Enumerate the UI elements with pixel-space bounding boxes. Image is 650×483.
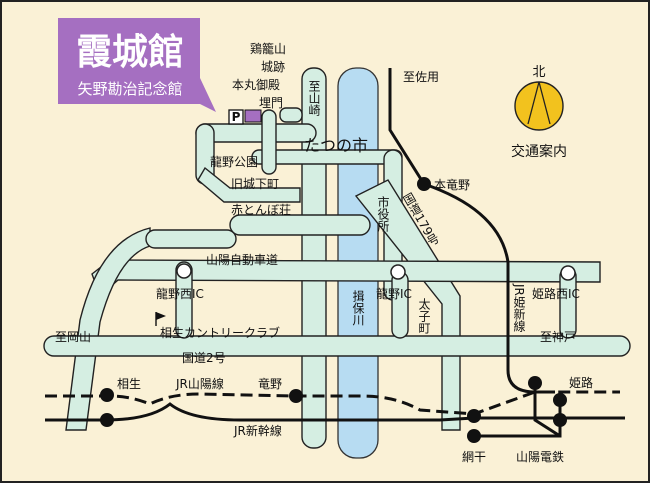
road-akatonbo xyxy=(197,166,301,203)
title-banner-shape xyxy=(58,18,216,112)
label-jr-sanyo: JR山陽線 xyxy=(175,376,224,391)
compass-caption: 交通案内 xyxy=(511,143,567,160)
road-route179 xyxy=(354,179,461,431)
label-shiroato: 城跡 xyxy=(261,59,285,74)
station-aioi-1 xyxy=(100,388,114,402)
label-sanyo-expressway: 山陽自動車道 xyxy=(206,253,278,267)
station-tatsuno xyxy=(289,389,303,403)
road-route2 xyxy=(43,335,631,357)
label-ibo-river: 揖保川 xyxy=(351,290,365,326)
label-keirozan: 鶏籠山 xyxy=(250,41,286,56)
road-castle-inner xyxy=(261,109,277,175)
label-aioi: 相生 xyxy=(117,377,141,391)
label-tatsuno-nishi-ic: 龍野西IC xyxy=(156,286,204,301)
label-shiyakusho: 市役所 xyxy=(376,195,390,232)
label-akatonbo: 赤とんぼ荘 xyxy=(231,203,291,217)
compass-needle-icon xyxy=(527,81,551,125)
label-jr-shinkansen: JR新幹線 xyxy=(233,423,282,438)
station-himeji-1 xyxy=(528,376,542,390)
road-castle-stub xyxy=(279,107,303,123)
station-himeji-2 xyxy=(553,393,567,407)
museum-marker xyxy=(244,109,262,123)
title-banner: 霞城館 矢野勘治記念館 xyxy=(58,18,216,112)
stations xyxy=(100,177,567,443)
label-tatsuno-park: 龍野公園 xyxy=(210,154,258,169)
map-labels: 鶏籠山 城跡 本丸御殿 埋門 至佐用 たつの市 本竜野 龍野公園 旧城下町 赤と… xyxy=(55,41,593,464)
title-sub: 矢野勘治記念館 xyxy=(77,80,182,98)
label-to-sayo: 至佐用 xyxy=(403,70,439,84)
rail-jr-himeshin xyxy=(388,68,555,394)
station-honryuno xyxy=(417,177,431,191)
label-kyu-jokashita: 旧城下町 xyxy=(231,177,279,191)
label-honmaru: 本丸御殿 xyxy=(232,77,280,92)
label-sanyo-dentetsu: 山陽電鉄 xyxy=(516,449,564,464)
golf-flag-icon xyxy=(155,312,166,326)
label-himeji-nishi-ic: 姫路西IC xyxy=(532,286,580,301)
railways xyxy=(45,68,625,438)
station-aboshi-2 xyxy=(467,429,481,443)
label-taishi-cho: 太子町 xyxy=(417,297,431,334)
compass-circle xyxy=(514,81,564,131)
label-himeji: 姫路 xyxy=(569,375,593,390)
label-jr-himeshin: JR姫新線 xyxy=(512,283,526,332)
ic-tatsuno-nishi-circle xyxy=(176,263,192,279)
parking-box xyxy=(228,109,244,125)
road-upper-east-west xyxy=(229,214,371,236)
road-ic-east-south xyxy=(391,271,409,339)
rail-jr-shinkansen xyxy=(45,402,625,422)
ic-tatsuno-circle xyxy=(390,264,406,280)
label-golf: 相生カントリークラブ xyxy=(160,325,280,340)
label-tatsuno-ichi: たつの市 xyxy=(304,136,368,155)
label-honryuno: 本竜野 xyxy=(434,178,470,192)
rail-branch-himeji xyxy=(533,378,561,438)
label-to-yamazaki: 至山崎 xyxy=(307,80,321,116)
label-tatsuno-station: 竜野 xyxy=(258,377,282,391)
road-ic-west-north xyxy=(175,261,193,339)
rail-jr-sanyo xyxy=(45,390,620,416)
ic-himeji-nishi-circle xyxy=(560,265,576,281)
compass-north: 北 xyxy=(532,65,545,80)
label-uzumimon: 埋門 xyxy=(259,96,283,110)
road-west-curve xyxy=(65,227,151,431)
parking-label: P xyxy=(232,110,241,124)
title-main: 霞城館 xyxy=(76,31,184,73)
station-aboshi-1 xyxy=(467,409,481,423)
station-aioi-2 xyxy=(100,413,114,427)
roads xyxy=(43,67,631,449)
label-to-okayama: 至岡山 xyxy=(55,330,91,344)
label-tatsuno-ic: 龍野IC xyxy=(376,286,412,301)
station-himeji-3 xyxy=(553,413,567,427)
label-to-kobe: 至神戸 xyxy=(540,330,576,344)
label-route2: 国道2号 xyxy=(182,351,226,365)
road-west-link xyxy=(145,229,237,249)
compass: 北 交通案内 xyxy=(511,65,567,160)
label-aboshi: 網干 xyxy=(462,450,486,464)
